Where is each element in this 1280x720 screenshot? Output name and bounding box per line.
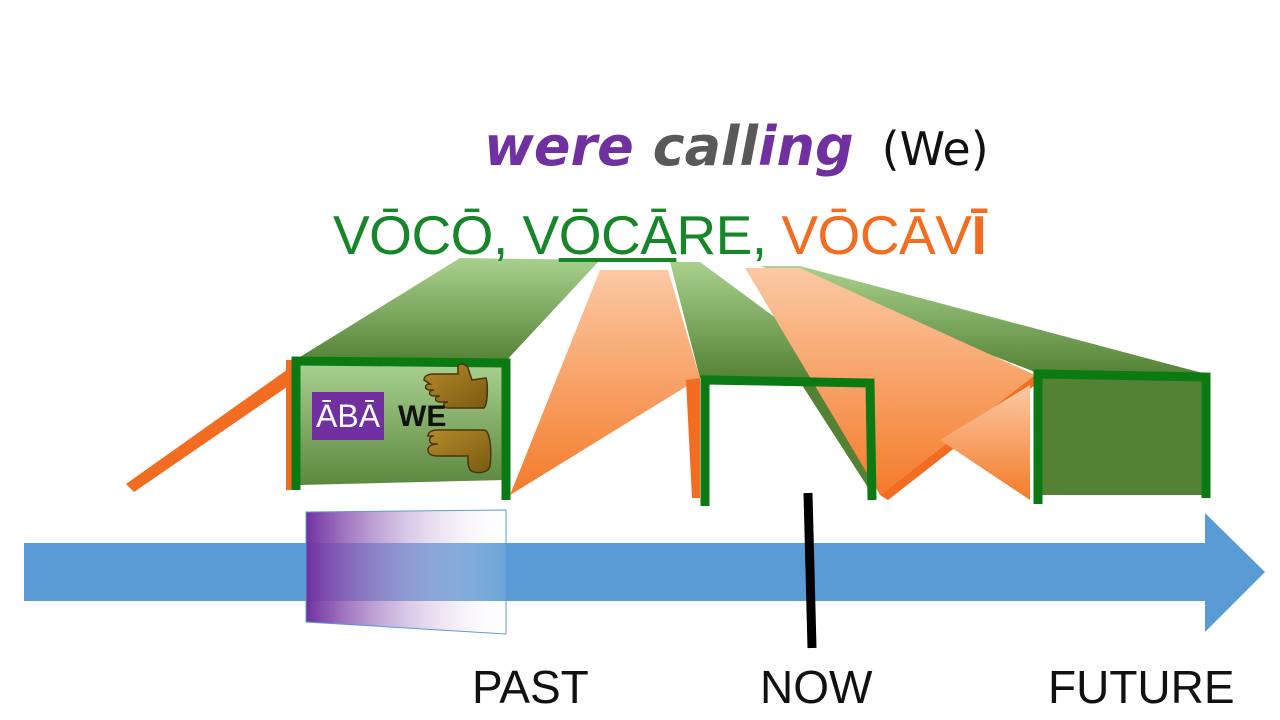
principal-parts: VŌCŌ, VŌCĀRE, VŌCĀVĪ [333,208,987,263]
person-ending-label: WE [398,400,447,433]
green-brackets [291,356,1211,506]
tense-sign-badge: ĀBĀ [312,392,385,440]
heading-call: call [652,115,759,178]
now-marker [803,492,817,649]
heading-subject: (We) [881,122,989,176]
thumb-up-hand-icon [423,363,489,409]
heading-ing: ing [758,115,854,178]
timeline-label-past: PAST [472,661,589,713]
imperfect-duration-block [305,509,507,635]
principal-part-second-suffix: RE, [676,204,767,266]
principal-part-second-prefix: V [522,204,560,266]
principal-part-third-ending: Ī [971,204,987,266]
principal-part-first: VŌCŌ, [333,204,508,266]
thumb-down-hand-icon [427,429,492,474]
principal-part-third: VŌCĀV [781,204,972,266]
heading-were: were [484,115,634,178]
timeline-label-future: FUTURE [1048,661,1235,713]
principal-part-second-stem: ŌCĀ [558,204,677,266]
timeline-label-now: NOW [760,661,873,713]
translation-heading: were calling(We) [484,120,989,174]
timeline-arrow [24,513,1265,632]
